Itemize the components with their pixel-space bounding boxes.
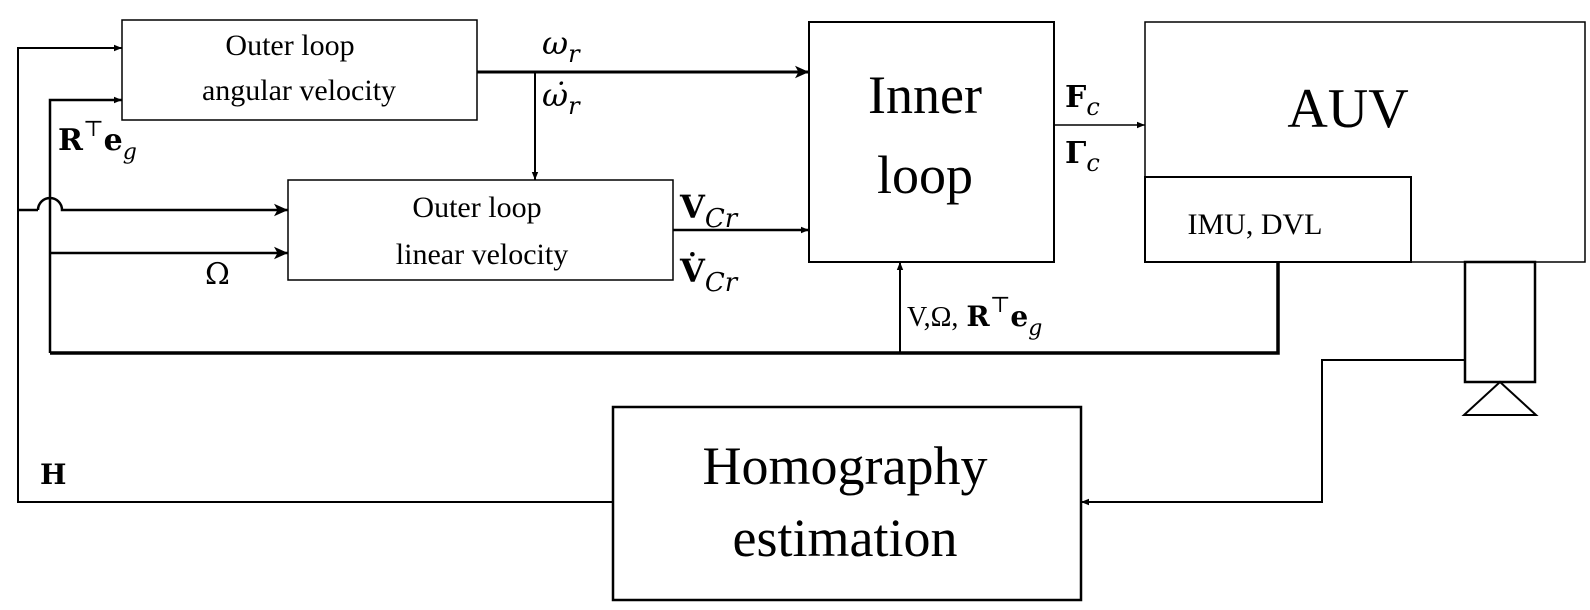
rteg-line (48, 96, 122, 353)
camera-lens (1461, 380, 1539, 416)
velocity-input-line (18, 198, 288, 210)
svg-text:H: H (40, 458, 66, 491)
homography-line1: Homography (703, 436, 988, 496)
outer-angular-line1: Outer loop (225, 29, 354, 62)
label-h: H (40, 458, 66, 491)
inner-loop-line2: loop (877, 145, 973, 205)
svg-text:Γc: Γc (1065, 136, 1100, 177)
label-omega-input: Ω (205, 257, 230, 292)
block-outer-angular: Outer loop angular velocity (121, 19, 478, 121)
block-homography: Homography estimation (611, 405, 1083, 602)
svg-text:ω̇r: ω̇r (542, 76, 581, 120)
label-omega-r: ωr (542, 24, 581, 68)
label-vcr: VCr (679, 188, 739, 234)
connections (17, 44, 1465, 506)
auv-title: AUV (1287, 78, 1408, 140)
svg-text:Fc: Fc (1065, 80, 1100, 121)
svg-text:R⊤eg: R⊤eg (58, 117, 137, 165)
label-feedback: V,Ω,R⊤eg (907, 293, 1042, 341)
sensors-label: IMU, DVL (1188, 208, 1323, 241)
label-rteg-left: R⊤eg (58, 117, 137, 165)
svg-text:V̇Cr: V̇Cr (679, 252, 739, 298)
label-vcr-dot: V̇Cr (679, 252, 739, 298)
h-feedback-line (17, 44, 613, 503)
outer-linear-line2: linear velocity (396, 238, 568, 271)
svg-text:VCr: VCr (679, 188, 739, 234)
label-omega-r-dot: ω̇r (542, 76, 581, 120)
svg-text:ωr: ωr (542, 24, 581, 68)
camera-icon (1461, 260, 1539, 416)
outer-angular-box (121, 19, 478, 121)
label-gamma-c: Γc (1065, 136, 1100, 177)
sensor-bus-line (50, 262, 1280, 355)
inner-loop-box (808, 21, 1055, 263)
homography-line2: estimation (733, 508, 958, 568)
svg-text:V,Ω,R⊤eg: V,Ω,R⊤eg (907, 293, 1042, 341)
outer-linear-line1: Outer loop (412, 191, 541, 224)
outer-angular-line2: angular velocity (202, 74, 396, 107)
inner-loop-line1: Inner (868, 65, 982, 125)
block-outer-linear: Outer loop linear velocity (287, 179, 674, 281)
camera-feed-line (1081, 359, 1465, 506)
label-fc: Fc (1065, 80, 1100, 121)
block-inner-loop: Inner loop (808, 21, 1055, 263)
svg-text:Ω: Ω (205, 257, 230, 292)
camera-body (1463, 260, 1537, 384)
block-auv: AUV IMU, DVL (1144, 21, 1586, 263)
